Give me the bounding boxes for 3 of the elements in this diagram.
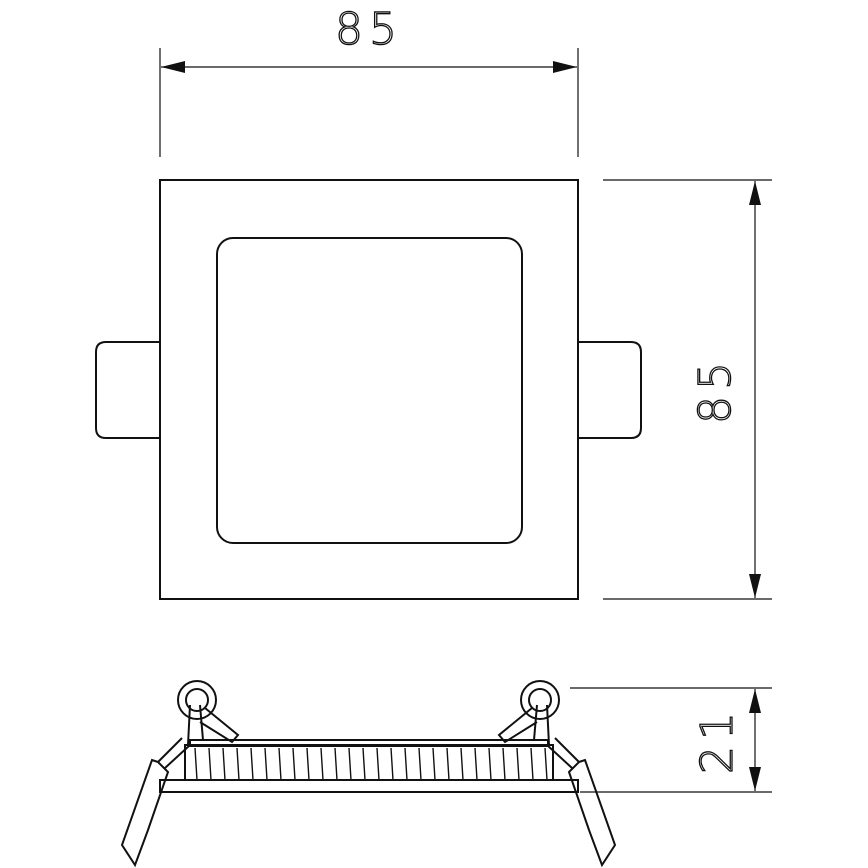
dimension-label: 85: [335, 8, 403, 52]
dimension-label: 21: [696, 706, 740, 774]
dimension-label: 85: [694, 356, 738, 424]
